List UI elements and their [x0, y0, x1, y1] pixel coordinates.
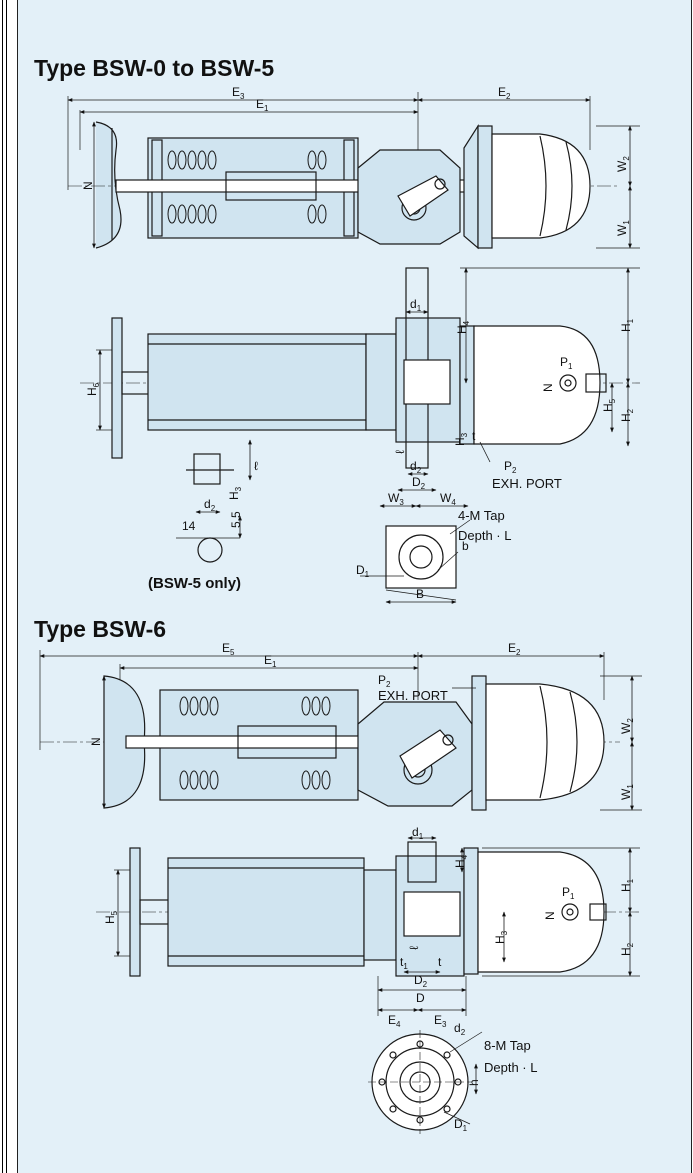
label-w2-bsw6: W2	[619, 718, 635, 734]
label-h1: H1	[619, 318, 635, 332]
label-5-5: 5.5	[229, 511, 243, 528]
label-D-bsw6: D	[416, 991, 425, 1005]
label-8m-tap: 8-M Tap	[484, 1038, 531, 1053]
label-h5-bsw6: H5	[103, 910, 119, 924]
label-e1: E1	[256, 97, 269, 113]
label-h2-bsw6: H2	[619, 942, 635, 956]
bsw6-side-view	[96, 836, 640, 1134]
label-14: 14	[182, 519, 196, 533]
label-e3: E3	[232, 85, 245, 101]
label-ell-detail: ℓ	[254, 459, 258, 473]
bsw05-top-view	[67, 92, 640, 250]
bsw05-side-view	[80, 267, 640, 604]
label-d2-bsw6: d2	[454, 1021, 466, 1037]
bsw05-top-view-labels: E3 E1 E2 N W2 W1	[81, 85, 631, 236]
bsw6-top-view-labels: E5 E1 E2 P2 EXH. PORT N W2 W1	[89, 641, 635, 800]
label-p2-bsw6: P2	[378, 673, 391, 689]
label-p1: P1	[560, 355, 573, 371]
label-h2: H2	[619, 408, 635, 422]
label-w2: W2	[615, 156, 631, 172]
label-exh-port-bsw6: EXH. PORT	[378, 688, 448, 703]
label-t1-bsw6: t1	[400, 955, 408, 971]
label-t-bsw6: t	[438, 955, 442, 969]
label-p2: P2	[504, 459, 517, 475]
label-b-small: b	[462, 539, 469, 553]
label-h-bsw6: h	[467, 1079, 481, 1086]
label-exh-port: EXH. PORT	[492, 476, 562, 491]
label-d2: d2	[410, 459, 422, 475]
label-depth-l-bsw6: Depth · L	[484, 1060, 537, 1075]
label-e4-bsw6: E4	[388, 1013, 401, 1029]
left-margin-rule-inner	[6, 0, 7, 1173]
label-h3-detail: H3	[227, 486, 243, 500]
label-n-side: N	[541, 383, 555, 392]
label-bsw5-only: (BSW-5 only)	[148, 575, 241, 592]
label-ell: ℓ	[393, 450, 407, 454]
label-e1-bsw6: E1	[264, 653, 277, 669]
label-d1-bsw6: d1	[412, 825, 424, 841]
label-ell-bsw6: ℓ	[407, 946, 421, 950]
bsw05-side-view-labels: d1 H4 H1 H2 H5 H6 P1 N H3 ℓ t d2 D2 W3 W…	[85, 297, 635, 601]
heading-bsw-0-5: Type BSW-0 to BSW-5	[34, 55, 275, 81]
label-e3-bsw6: E3	[434, 1013, 447, 1029]
label-D2-bsw6: D2	[414, 973, 428, 989]
label-D2: D2	[412, 475, 426, 491]
label-h4-bsw6: H4	[453, 854, 469, 868]
label-d2-detail: d2	[204, 497, 216, 513]
label-h4: H4	[455, 320, 471, 334]
bsw6-side-view-labels: d1 H4 H1 H2 H3 H5 P1 N ℓ t1 t D2 D E4 E3…	[103, 825, 635, 1133]
label-h6: H6	[85, 382, 101, 396]
label-w3: W3	[388, 491, 404, 507]
label-e2: E2	[498, 85, 511, 101]
heading-bsw-6: Type BSW-6	[34, 616, 167, 642]
label-w4: W4	[440, 491, 456, 507]
label-n-bsw6: N	[89, 737, 103, 746]
label-4m-tap: 4-M Tap	[458, 508, 505, 523]
label-h3: H3	[453, 432, 469, 446]
label-n: N	[81, 181, 95, 190]
label-depth-l: Depth · L	[458, 528, 511, 543]
label-d1: d1	[410, 297, 422, 313]
label-h3-bsw6: H3	[493, 930, 509, 944]
label-t: t	[472, 429, 476, 443]
label-h5: H5	[601, 398, 617, 412]
bsw6-top-view	[39, 650, 642, 811]
left-margin-rule	[2, 0, 3, 1173]
label-D1: D1	[356, 563, 370, 579]
label-e5: E5	[222, 641, 235, 657]
label-p1-bsw6: P1	[562, 885, 575, 901]
label-w1: W1	[615, 220, 631, 236]
label-h1-bsw6: H1	[619, 878, 635, 892]
label-n-side-bsw6: N	[543, 911, 557, 920]
label-D1-bsw6: D1	[454, 1117, 468, 1133]
label-B: B	[416, 587, 424, 601]
label-w1-bsw6: W1	[619, 784, 635, 800]
label-e2-bsw6: E2	[508, 641, 521, 657]
